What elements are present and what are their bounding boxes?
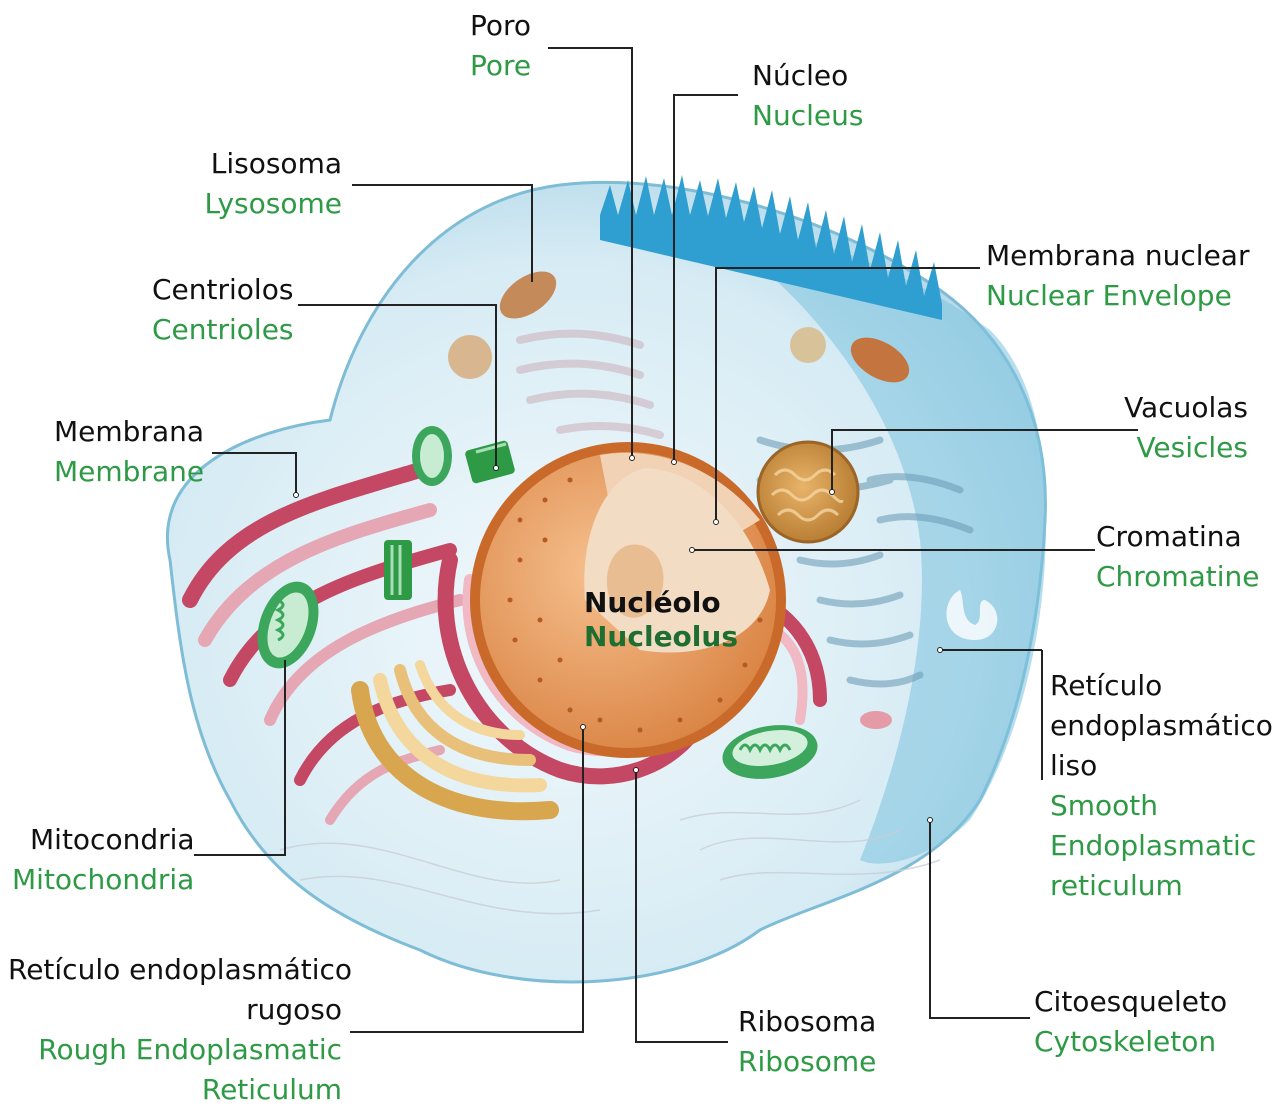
- label-vesicles-es: Vacuolas: [1090, 388, 1248, 428]
- label-lysosome-es: Lisosoma: [180, 144, 342, 184]
- label-smooth-er-es-2: endoplasmático: [1050, 706, 1273, 746]
- label-rough-er-en-1: Rough Endoplasmatic: [8, 1030, 342, 1070]
- label-cytoskeleton: Citoesqueleto Cytoskeleton: [1034, 982, 1227, 1062]
- label-chromatine: Cromatina Chromatine: [1096, 517, 1260, 597]
- label-smooth-er-es-1: Retículo: [1050, 666, 1273, 706]
- label-nuclear-envelope-es: Membrana nuclear: [986, 236, 1249, 276]
- lysosome-round: [448, 335, 492, 379]
- label-nucleolus-es: Nucléolo: [584, 586, 738, 620]
- label-nucleus-en: Nucleus: [752, 96, 863, 136]
- small-vesicle-pink: [860, 711, 892, 729]
- label-rough-er-es-2: rugoso: [8, 990, 342, 1030]
- label-centrioles-es: Centriolos: [152, 270, 294, 310]
- vesicle-small: [790, 327, 826, 363]
- label-vesicles-en: Vesicles: [1090, 428, 1248, 468]
- label-smooth-er: Retículo endoplasmático liso Smooth Endo…: [1050, 666, 1273, 906]
- label-chromatine-es: Cromatina: [1096, 517, 1260, 557]
- label-smooth-er-en-2: Endoplasmatic: [1050, 826, 1273, 866]
- label-nuclear-envelope: Membrana nuclear Nuclear Envelope: [986, 236, 1249, 316]
- label-cytoskeleton-en: Cytoskeleton: [1034, 1022, 1227, 1062]
- label-ribosome-es: Ribosoma: [738, 1002, 876, 1042]
- label-lysosome: Lisosoma Lysosome: [180, 144, 342, 224]
- label-rough-er-en-2: Reticulum: [8, 1070, 342, 1110]
- label-rough-er-es-1: Retículo endoplasmático: [8, 950, 342, 990]
- label-pore-es: Poro: [470, 6, 531, 46]
- label-centrioles-en: Centrioles: [152, 310, 294, 350]
- label-smooth-er-en-3: reticulum: [1050, 866, 1273, 906]
- vacuole: [758, 442, 858, 542]
- label-nucleus-es: Núcleo: [752, 56, 863, 96]
- label-membrane-en: Membrane: [54, 452, 204, 492]
- label-nucleolus-en: Nucleolus: [584, 620, 738, 654]
- label-pore: Poro Pore: [470, 6, 531, 86]
- label-membrane-es: Membrana: [54, 412, 204, 452]
- label-centrioles: Centriolos Centrioles: [152, 270, 294, 350]
- label-membrane: Membrana Membrane: [54, 412, 204, 492]
- label-rough-er: Retículo endoplasmático rugoso Rough End…: [8, 950, 342, 1110]
- label-ribosome-en: Ribosome: [738, 1042, 876, 1082]
- mitochondria-top: [412, 426, 452, 486]
- label-lysosome-en: Lysosome: [180, 184, 342, 224]
- label-nucleolus: Nucléolo Nucleolus: [584, 586, 738, 654]
- label-pore-en: Pore: [470, 46, 531, 86]
- label-ribosome: Ribosoma Ribosome: [738, 1002, 876, 1082]
- label-mitochondria-es: Mitocondria: [12, 820, 195, 860]
- label-vesicles: Vacuolas Vesicles: [1090, 388, 1248, 468]
- label-cytoskeleton-es: Citoesqueleto: [1034, 982, 1227, 1022]
- label-nucleus: Núcleo Nucleus: [752, 56, 863, 136]
- label-smooth-er-es-3: liso: [1050, 746, 1273, 786]
- label-nuclear-envelope-en: Nuclear Envelope: [986, 276, 1249, 316]
- label-mitochondria: Mitocondria Mitochondria: [12, 820, 195, 900]
- label-mitochondria-en: Mitochondria: [12, 860, 195, 900]
- label-smooth-er-en-1: Smooth: [1050, 786, 1273, 826]
- label-chromatine-en: Chromatine: [1096, 557, 1260, 597]
